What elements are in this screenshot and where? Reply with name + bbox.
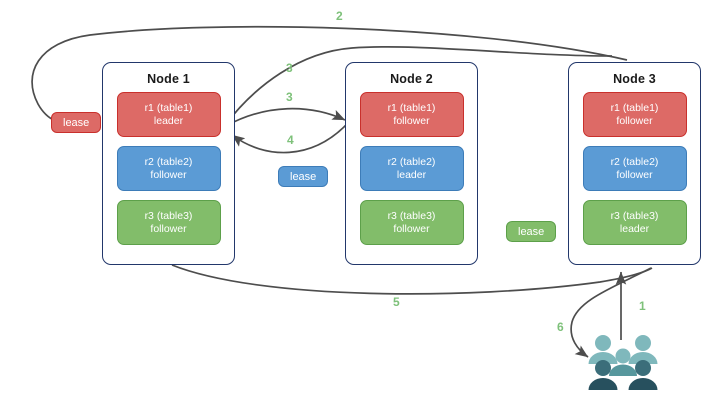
replica-r3[interactable]: r3 (table3) follower bbox=[359, 200, 464, 245]
edge-label-3b: 3 bbox=[286, 90, 293, 104]
replica-role: follower bbox=[150, 222, 187, 235]
replica-r1[interactable]: r1 (table1) follower bbox=[359, 92, 464, 137]
replica-name: r2 (table2) bbox=[387, 155, 436, 168]
edge-label-6: 6 bbox=[557, 320, 564, 334]
replica-role: leader bbox=[619, 222, 650, 235]
edge-3-upper-lookup bbox=[225, 46, 613, 125]
edge-label-2: 2 bbox=[336, 9, 343, 23]
replica-role: follower bbox=[616, 114, 653, 127]
edge-label-4: 4 bbox=[287, 133, 294, 147]
edge-label-5: 5 bbox=[393, 295, 400, 309]
replica-name: r1 (table1) bbox=[610, 101, 659, 114]
replica-role: follower bbox=[616, 168, 653, 181]
edge-5-to-node3 bbox=[171, 264, 653, 295]
node-node3[interactable]: Node 3 r1 (table1) follower r2 (table2) … bbox=[568, 62, 701, 265]
replica-name: r3 (table3) bbox=[144, 209, 193, 222]
edge-6-client-response bbox=[570, 267, 652, 358]
replica-name: r2 (table2) bbox=[144, 155, 193, 168]
replica-role: follower bbox=[150, 168, 187, 181]
replica-role: follower bbox=[393, 222, 430, 235]
replica-name: r2 (table2) bbox=[610, 155, 659, 168]
edge-4-response-to-node1 bbox=[231, 123, 348, 154]
replica-role: follower bbox=[393, 114, 430, 127]
replica-r1[interactable]: r1 (table1) leader bbox=[116, 92, 221, 137]
replica-r3[interactable]: r3 (table3) follower bbox=[116, 200, 221, 245]
replica-name: r3 (table3) bbox=[387, 209, 436, 222]
replica-r2[interactable]: r2 (table2) follower bbox=[582, 146, 687, 191]
edge-2-lease-transfer bbox=[31, 25, 628, 130]
users-group-icon bbox=[588, 335, 658, 390]
replica-role: leader bbox=[153, 114, 184, 127]
replica-role: leader bbox=[396, 168, 427, 181]
replica-name: r3 (table3) bbox=[610, 209, 659, 222]
replica-r2[interactable]: r2 (table2) leader bbox=[359, 146, 464, 191]
edge-3-request-to-node2 bbox=[225, 107, 346, 127]
node-node1[interactable]: Node 1 r1 (table1) leader r2 (table2) fo… bbox=[102, 62, 235, 265]
edge-label-3a: 3 bbox=[286, 61, 293, 75]
lease-badge-blue[interactable]: lease bbox=[278, 166, 329, 187]
node-title: Node 1 bbox=[147, 72, 190, 86]
node-node2[interactable]: Node 2 r1 (table1) follower r2 (table2) … bbox=[345, 62, 478, 265]
replica-name: r1 (table1) bbox=[387, 101, 436, 114]
node-title: Node 3 bbox=[613, 72, 656, 86]
edge-label-1: 1 bbox=[639, 299, 646, 313]
replica-r3[interactable]: r3 (table3) leader bbox=[582, 200, 687, 245]
replica-r2[interactable]: r2 (table2) follower bbox=[116, 146, 221, 191]
lease-badge-red[interactable]: lease bbox=[51, 112, 102, 133]
replica-r1[interactable]: r1 (table1) follower bbox=[582, 92, 687, 137]
lease-badge-green[interactable]: lease bbox=[506, 221, 557, 242]
replica-name: r1 (table1) bbox=[144, 101, 193, 114]
node-title: Node 2 bbox=[390, 72, 433, 86]
